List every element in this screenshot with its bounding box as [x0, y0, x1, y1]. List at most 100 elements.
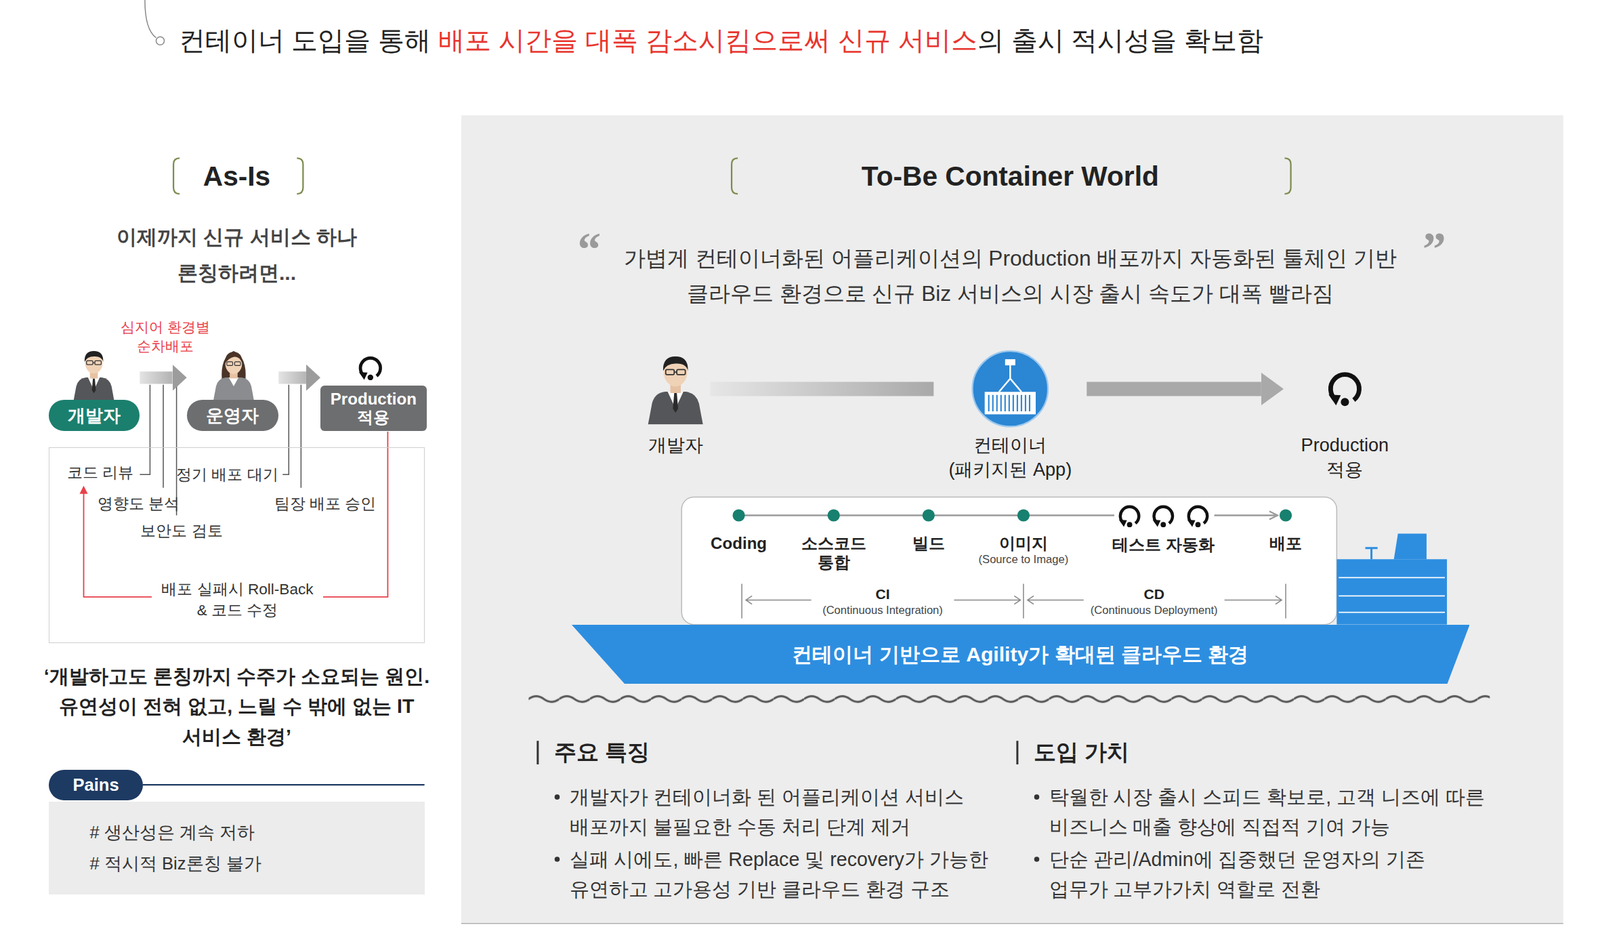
role-pill: 개발자 [48, 399, 140, 431]
pipeline-arrowhead [1269, 510, 1278, 519]
panel-ground [461, 115, 1564, 924]
bullet-text: 탁월한 시장 출시 스피드 확보로, 고객 니즈에 따른 비즈니스 매출 향상에… [1049, 781, 1489, 842]
step-leader [282, 384, 289, 475]
pains-rule [142, 783, 425, 786]
pain-item: # 생산성은 계속 저하 [90, 820, 256, 843]
bullet-text: 실패 시에도, 빠른 Replace 및 recovery가 가능한 유연하고 … [569, 844, 999, 905]
pains-title: Pains [48, 769, 143, 800]
test-cycle-icon [1187, 506, 1208, 528]
test-cycle-icon [1152, 506, 1173, 528]
heading-bracket [731, 157, 738, 194]
role-node: 개발자 [48, 346, 140, 431]
section-heading: As-Is [203, 159, 271, 194]
phase-label: CI [875, 585, 890, 603]
panel-rule [461, 922, 1564, 924]
step-label: 팀장 배포 승인 [274, 494, 377, 514]
step-label: 보안도 검토 [140, 521, 223, 541]
heading-bracket [173, 157, 180, 194]
role-node: 운영자 [186, 346, 280, 431]
container-stripes [988, 394, 1030, 412]
production-icon [359, 357, 381, 381]
bullet [554, 793, 561, 800]
ship-bridge [1336, 558, 1447, 624]
failure-note: 배포 실패시 Roll-Back & 코드 수정 [151, 578, 324, 622]
container-icon [972, 350, 1048, 427]
heading-bracket [296, 157, 303, 194]
intro-text: 이제까지 신규 서비스 하나 론칭하려면... [94, 219, 381, 291]
pipeline-cabin: Coding 소스코드 통합 빌드 이미지(Source to Image) 테스트 자… [681, 497, 1337, 625]
step-leader [162, 384, 164, 488]
phase-span [745, 599, 1282, 601]
to-be-panel: To-Be Container World“가볍게 컨테이너화된 어플리케이션의… [461, 115, 1564, 924]
actor-node: 개발자 [640, 348, 710, 458]
role-pill: 운영자 [186, 399, 280, 431]
quote-text: ‘개발하고도 론칭까지 수주가 소요되는 원인. 유연성이 전혀 없고, 느릴 … [42, 661, 431, 752]
rollback-loop [83, 431, 389, 597]
phase-note: (Continuous Integration) [822, 603, 943, 617]
pains-tab: Pains [48, 769, 143, 800]
step-label: 정기 배포 대기 [176, 465, 279, 485]
ship-mast [1365, 548, 1378, 560]
bullet [1034, 793, 1040, 800]
target-node: Production 적용 [320, 352, 427, 431]
flow-arrow [709, 381, 934, 396]
step-leader [300, 384, 303, 488]
phase-label: CD [1143, 585, 1164, 603]
section-title: 도입 가치 [1033, 737, 1130, 766]
operator-icon [213, 350, 255, 402]
section-title: 주요 특징 [554, 737, 650, 766]
title-segment: 컨테이너 도입을 통해 [178, 25, 439, 55]
stage-label: 배포 [1255, 533, 1317, 554]
ship-bridge-lines [1338, 577, 1445, 612]
step-label: 코드 리뷰 [67, 463, 134, 483]
hull-label: 컨테이너 기반으로 Agility가 확대된 클라우드 환경 [571, 624, 1470, 684]
target-label: Production 적용 [1283, 432, 1407, 482]
title-segment: 배포 시간을 대폭 감소시킴으로써 신규 서비스 [438, 25, 977, 55]
stage-label: 이미지 [982, 533, 1065, 554]
pipeline-dot [1279, 508, 1292, 521]
target-node: Production 적용 [1283, 365, 1407, 484]
pains-box: # 생산성은 계속 저하 # 적시적 Biz론칭 불가 [48, 801, 425, 895]
developer-icon [73, 350, 115, 402]
title-segment: 의 출시 적시성을 확보함 [977, 25, 1265, 55]
pipeline-dot [922, 508, 935, 521]
target-box: Production 적용 [320, 385, 427, 431]
warning-note: 심지어 환경별 순차배포 [116, 317, 214, 357]
production-icon [1328, 374, 1359, 407]
ship-hull: 컨테이너 기반으로 Agility가 확대된 클라우드 환경 [571, 624, 1470, 684]
container-node: 컨테이너 (패키지된 App) [933, 348, 1087, 484]
ship-funnel [1394, 533, 1427, 560]
stage-note: (Source to Image) [967, 552, 1080, 567]
container-hook [999, 365, 1022, 392]
flow-arrow [278, 371, 307, 384]
process-box: 코드 리뷰영향도 분석보안도 검토 정기 배포 대기팀장 배포 승인배포 실패시 … [48, 447, 425, 643]
container-label: 컨테이너 (패키지된 App) [933, 432, 1087, 482]
phase-note: (Continuous Deployment) [1090, 603, 1218, 617]
stage-label: 테스트 자동화 [1102, 535, 1225, 555]
test-cycle-icon [1119, 506, 1139, 528]
flow-arrow [1086, 381, 1262, 396]
bullet [1034, 856, 1040, 862]
actor-label: 개발자 [648, 433, 704, 457]
stage-label: 소스코드 통합 [792, 533, 875, 574]
step-label: 영향도 분석 [97, 494, 180, 514]
title-hook-dot [155, 36, 164, 45]
stage-label: 빌드 [892, 533, 964, 554]
flow-arrow [139, 371, 173, 384]
pipeline-line [739, 514, 1276, 516]
stage-label: Coding [697, 533, 780, 554]
heading-bracket [1285, 157, 1292, 194]
pipeline-dot [732, 508, 746, 521]
pain-item: # 적시적 Biz론칭 불가 [90, 852, 262, 874]
quote-mark: ” [1422, 225, 1447, 273]
pipeline-dot [1017, 508, 1030, 521]
phase-arrowhead [745, 595, 1282, 604]
title-hook [144, 0, 157, 38]
rollback-arrowhead [79, 485, 88, 494]
step-leader [139, 384, 150, 475]
hull-shape [571, 624, 1470, 684]
phase-tick [741, 583, 1286, 618]
page-title: 컨테이너 도입을 통해 배포 시간을 대폭 감소시킴으로써 신규 서비스의 출시… [178, 24, 1265, 58]
pipeline-dot [827, 508, 840, 521]
